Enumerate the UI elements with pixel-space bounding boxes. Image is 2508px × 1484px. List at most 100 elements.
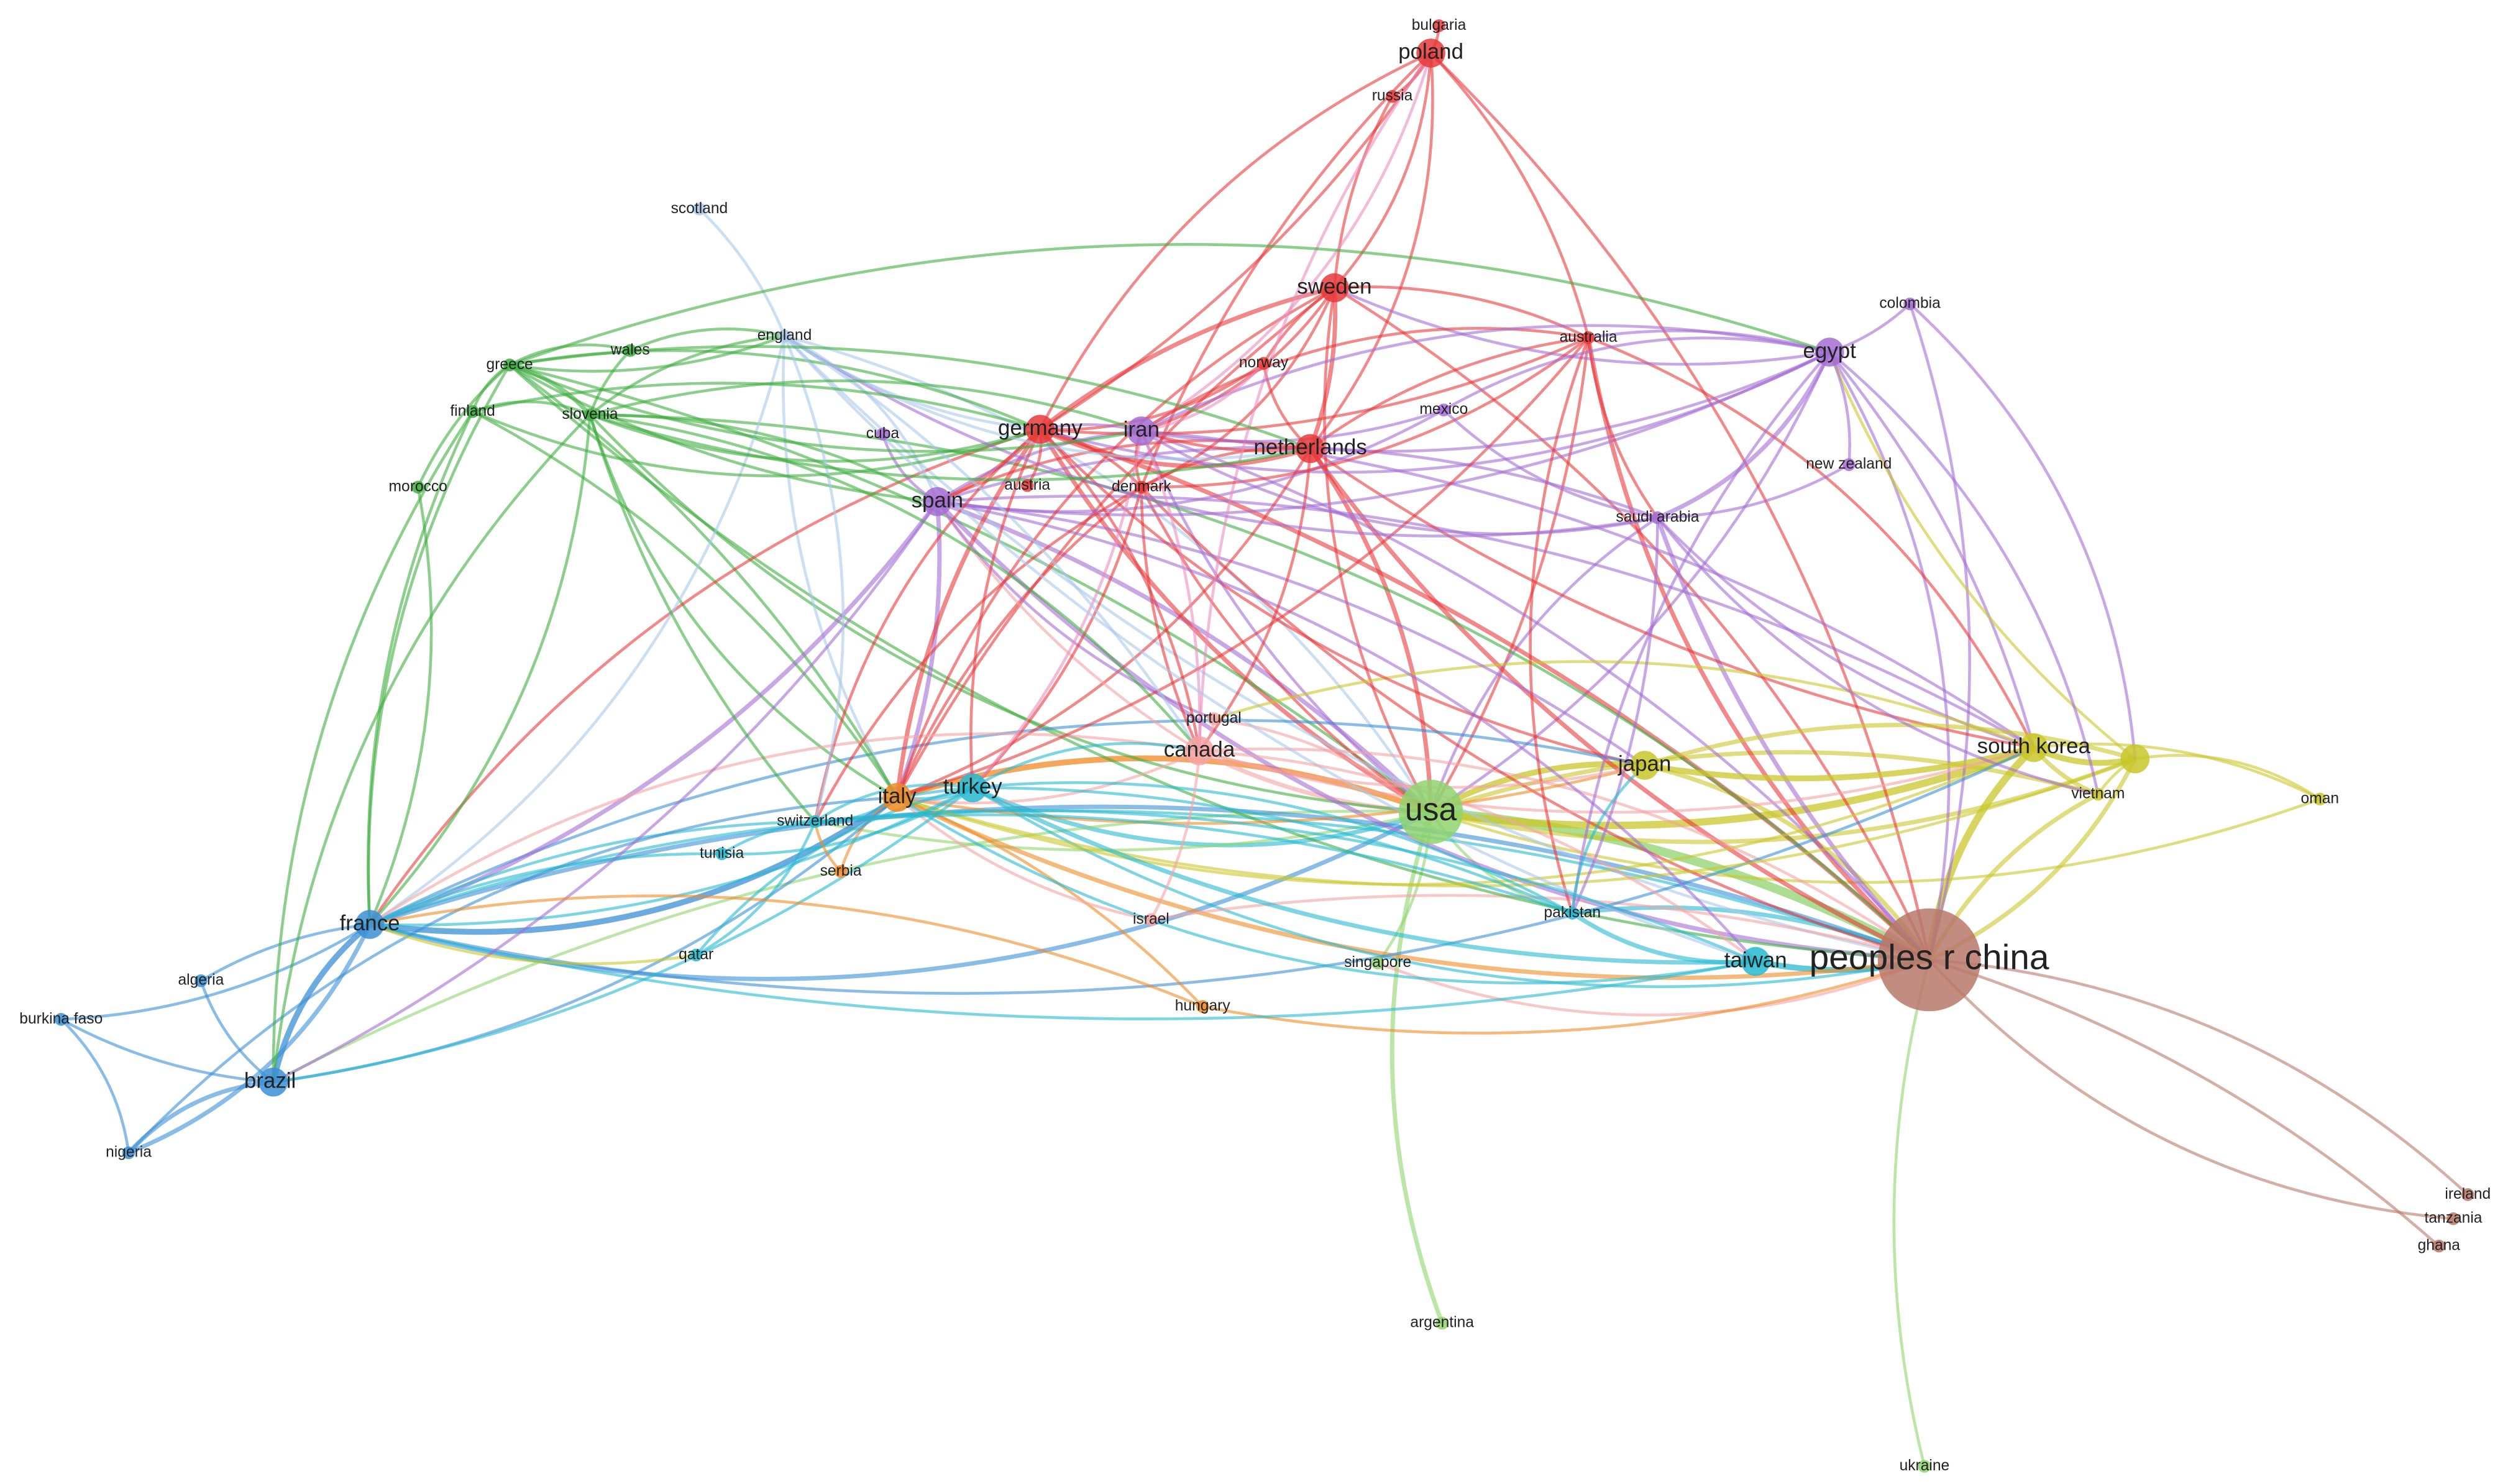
link-spain-england [784, 334, 939, 503]
link-france-algeria [200, 923, 370, 982]
node-oman[interactable] [2313, 792, 2327, 806]
node-wales[interactable] [623, 344, 637, 357]
label-greece: greece [486, 356, 533, 373]
node-vietnam[interactable] [2092, 787, 2105, 801]
label-ukraine: ukraine [1900, 1457, 1950, 1474]
label-sweden: sweden [1297, 274, 1371, 298]
link-sweden-italy [895, 286, 1335, 798]
node-algeria[interactable] [195, 974, 208, 987]
node-canada[interactable] [1184, 736, 1214, 766]
node-nigeria[interactable] [122, 1146, 135, 1160]
node-saudi-arabia[interactable] [1651, 511, 1664, 524]
node-ireland[interactable] [2461, 1188, 2474, 1201]
label-germany: germany [998, 416, 1082, 440]
node-portugal[interactable] [1207, 712, 1220, 725]
label-brazil: brazil [244, 1068, 296, 1092]
link-peoples_r_china-ireland [1929, 958, 2469, 1196]
node-ghana[interactable] [2432, 1239, 2446, 1253]
node-tunisia[interactable] [715, 847, 728, 861]
link-netherlands-australia [1309, 336, 1589, 450]
link-france-switzerland [369, 820, 815, 926]
node-iran[interactable] [1127, 416, 1156, 446]
node-serbia[interactable] [834, 865, 848, 878]
node-scotland[interactable] [693, 203, 706, 216]
node-cuba[interactable] [876, 428, 889, 441]
link-turkey-taiwan [971, 786, 1756, 965]
node-finland[interactable] [466, 405, 479, 418]
node-pakistan[interactable] [1566, 907, 1579, 920]
label-tanzania: tanzania [2425, 1210, 2483, 1227]
label-portugal: portugal [1186, 710, 1242, 726]
node-brazil[interactable] [259, 1067, 288, 1097]
link-yellow_hub-egypt [1828, 351, 2136, 760]
link-poland-canada [1197, 52, 1432, 751]
link-iran-turkey [971, 431, 1143, 789]
label-peoples-r-china: peoples r china [1810, 938, 2049, 978]
link-usa-oman [1430, 797, 2321, 884]
node-turkey[interactable] [958, 773, 987, 802]
node-japan[interactable] [1630, 751, 1659, 780]
link-slovenia-brazil [272, 413, 592, 1083]
node-switzerland[interactable] [808, 815, 822, 828]
node-norway[interactable] [1257, 357, 1270, 370]
node-peoples-r-china[interactable] [1877, 908, 1981, 1012]
label-israel: israel [1133, 910, 1169, 927]
link-australia-iran [1140, 327, 1589, 433]
link-usa-saudi_arabia [1429, 516, 1659, 813]
node-australia[interactable] [1581, 331, 1595, 344]
node-qatar[interactable] [689, 948, 703, 962]
node-russia[interactable] [1386, 89, 1399, 103]
node-sweden[interactable] [1320, 273, 1349, 303]
node-netherlands[interactable] [1296, 434, 1325, 464]
link-italy-canada [897, 749, 1200, 805]
node-usa[interactable] [1398, 779, 1463, 845]
node-england[interactable] [778, 329, 791, 342]
node-bulgaria[interactable] [1432, 19, 1445, 32]
node-colombia[interactable] [1903, 297, 1916, 311]
node-burkina-faso[interactable] [55, 1013, 68, 1026]
label-russia: russia [1372, 88, 1413, 104]
node-singapore[interactable] [1371, 956, 1384, 969]
node-hungary[interactable] [1196, 1000, 1209, 1013]
node-mexico[interactable] [1437, 403, 1450, 416]
link-poland-iran [1140, 52, 1432, 433]
node-tanzania[interactable] [2446, 1212, 2460, 1225]
link-yellow_hub-oman [2135, 754, 2321, 800]
link-peoples_r_china-australia [1586, 337, 1931, 962]
label-hungary: hungary [1175, 997, 1231, 1014]
node-greece[interactable] [503, 359, 516, 372]
label-canada: canada [1164, 737, 1235, 761]
label-cuba: cuba [866, 425, 900, 442]
link-usa-sweden [1323, 287, 1432, 813]
link-peoples_r_china-ghana [1928, 958, 2440, 1247]
label-spain: spain [912, 488, 963, 512]
link-england-switzerland [783, 335, 845, 822]
node-slovenia[interactable] [584, 408, 597, 421]
node-france[interactable] [355, 910, 385, 939]
node-egypt[interactable] [1815, 337, 1844, 367]
link-peoples_r_china-hungary [1202, 958, 1930, 1035]
node-poland[interactable] [1416, 39, 1445, 68]
link-denmark-switzerland [813, 485, 1143, 823]
node-morocco[interactable] [411, 480, 424, 494]
link-peoples_r_china-italy [896, 795, 1930, 980]
node-south-korea[interactable] [2019, 733, 2049, 763]
node-germany[interactable] [1025, 415, 1055, 444]
link-italy-france [369, 795, 899, 935]
node-argentina[interactable] [1435, 1316, 1449, 1330]
node-denmark[interactable] [1135, 480, 1148, 494]
link-nigeria-italy [127, 795, 897, 1154]
node-israel[interactable] [1145, 913, 1158, 927]
node-new-zealand[interactable] [1842, 458, 1856, 471]
node-italy[interactable] [882, 782, 912, 812]
label-bulgaria: bulgaria [1412, 17, 1467, 34]
node-austria[interactable] [1020, 479, 1034, 492]
link-usa-netherlands [1308, 447, 1434, 812]
link-germany-egypt [1040, 350, 1831, 474]
node-spain[interactable] [923, 487, 952, 516]
node-ukraine[interactable] [1918, 1460, 1931, 1473]
link-greece-morocco [416, 364, 511, 488]
label-ireland: ireland [2445, 1186, 2491, 1202]
node-yellow-hub[interactable] [2120, 744, 2150, 774]
node-taiwan[interactable] [1741, 946, 1770, 976]
